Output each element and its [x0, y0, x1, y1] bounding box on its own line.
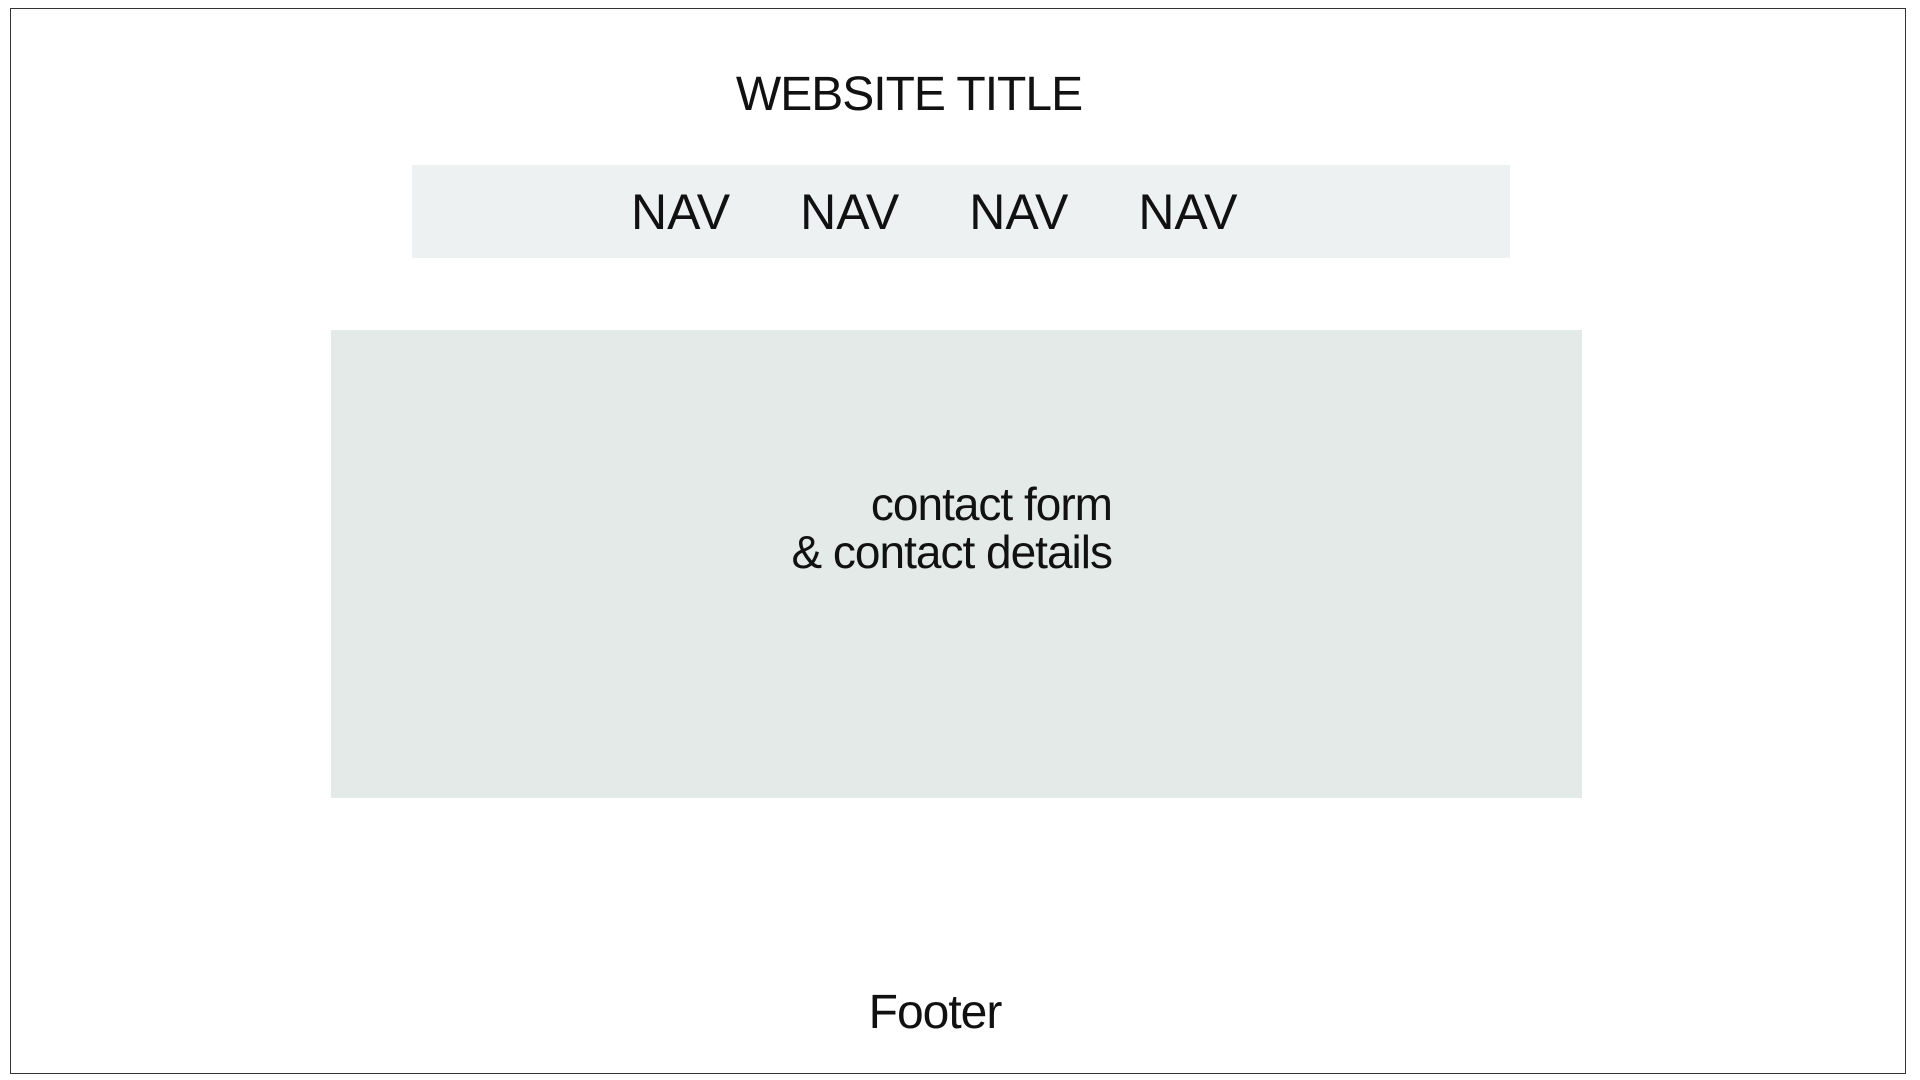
contact-form-label: contact form — [870, 478, 1113, 530]
footer: Footer — [11, 989, 1907, 1037]
nav-item-3[interactable]: NAV — [969, 183, 1069, 240]
nav-items: NAV NAV NAV NAV — [631, 165, 1237, 258]
nav-bar: NAV NAV NAV NAV — [412, 165, 1510, 258]
website-title: WEBSITE TITLE — [11, 71, 1867, 119]
contact-details-label: & contact details — [791, 526, 1113, 578]
contact-section: contact form & contact details — [331, 330, 1582, 798]
nav-item-2[interactable]: NAV — [800, 183, 900, 240]
contact-section-label: contact form & contact details — [791, 478, 1113, 578]
nav-item-4[interactable]: NAV — [1138, 183, 1238, 240]
page-frame: WEBSITE TITLE NAV NAV NAV NAV contact fo… — [10, 8, 1906, 1074]
footer-label: Footer — [868, 986, 1003, 1039]
nav-item-1[interactable]: NAV — [631, 183, 731, 240]
website-title-text: WEBSITE TITLE — [735, 68, 1083, 121]
